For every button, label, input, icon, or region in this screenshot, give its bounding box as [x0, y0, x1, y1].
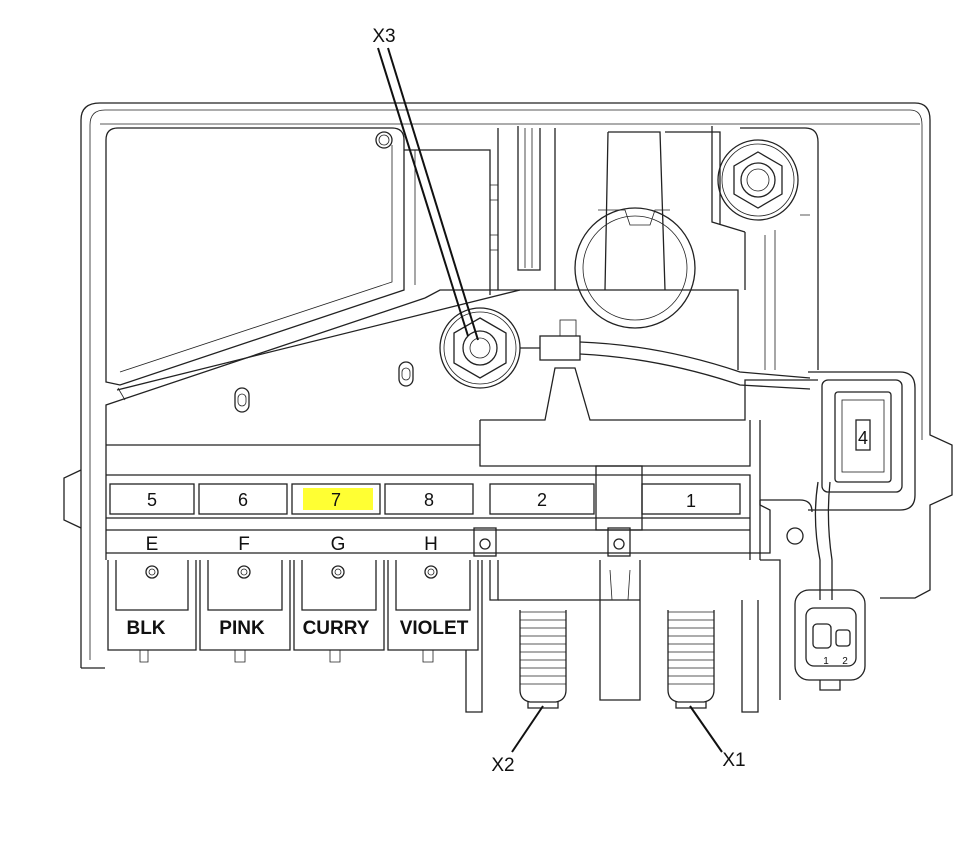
- wire-color-violet: VIOLET: [400, 618, 469, 639]
- callout-x3: X3: [372, 26, 395, 47]
- callout-x2: X2: [491, 755, 514, 776]
- wire-color-blk: BLK: [126, 618, 165, 639]
- slot-5-label: 5: [147, 490, 157, 510]
- letter-h: H: [424, 534, 438, 555]
- callout-x1: X1: [722, 750, 745, 771]
- x2-cable: [519, 610, 567, 709]
- leader-x3-b: [377, 47, 469, 337]
- housing-outline: [63, 102, 953, 669]
- slot-8[interactable]: [384, 483, 474, 515]
- wire-color-pink: PINK: [219, 618, 265, 639]
- pin-mark-1: 1: [823, 656, 829, 667]
- leader-x1: [689, 705, 723, 753]
- slot-6-label: 6: [238, 490, 248, 510]
- slot-7[interactable]: [291, 483, 381, 515]
- slot-2-label: 2: [537, 490, 547, 510]
- connector-4: 4 1 2: [759, 371, 916, 691]
- fuse-slots: 5 6 7 8 2 1: [109, 483, 741, 515]
- slot-6[interactable]: [198, 483, 288, 515]
- slot-5[interactable]: [109, 483, 195, 515]
- leader-x2: [511, 705, 544, 753]
- slot-1-label: 1: [686, 491, 696, 511]
- slot-1[interactable]: [641, 483, 741, 515]
- slot-7-highlight: [303, 488, 373, 510]
- terminal-blocks: BLK PINK CURRY VIOLET: [107, 559, 781, 713]
- letter-e: E: [146, 534, 159, 555]
- slot-2[interactable]: [489, 483, 595, 515]
- slot-7-label: 7: [331, 490, 341, 510]
- pin-mark-2: 2: [842, 656, 848, 667]
- callout-leaders: [377, 47, 723, 753]
- letter-g: G: [331, 534, 346, 555]
- letter-row: E F G H: [146, 527, 631, 557]
- leader-x3-a: [387, 47, 479, 341]
- wire-color-curry: CURRY: [303, 618, 370, 639]
- x1-cable: [667, 610, 715, 709]
- connector-4-label: 4: [858, 428, 868, 448]
- letter-f: F: [238, 534, 250, 555]
- slot-8-label: 8: [424, 490, 434, 510]
